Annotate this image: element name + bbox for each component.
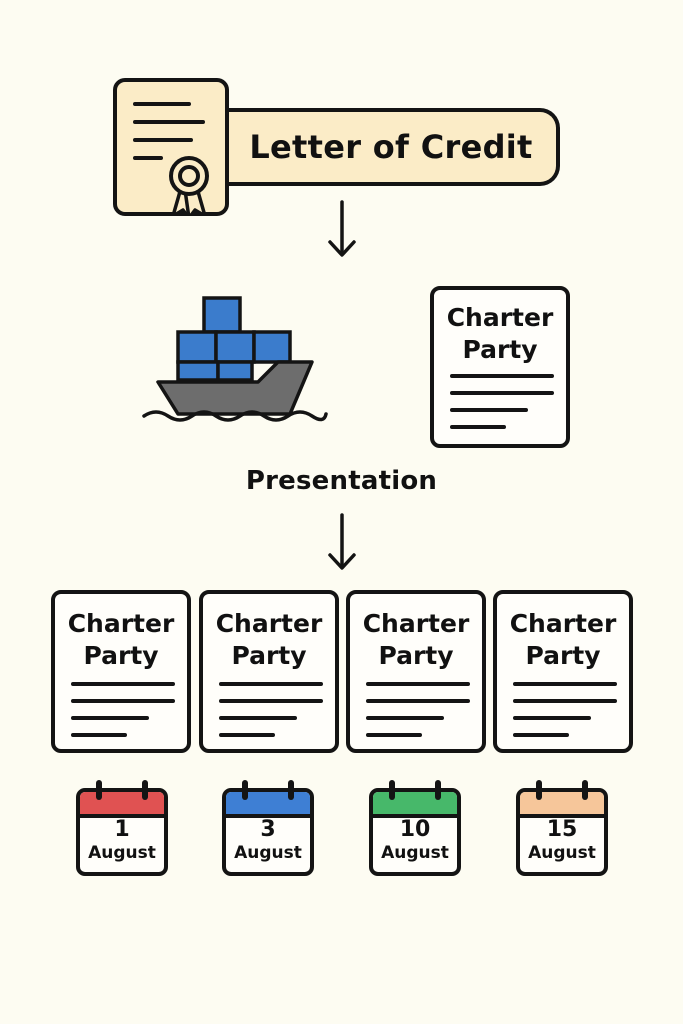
arrow-down-icon [327,513,357,573]
document-text-lines [219,682,327,750]
calendar-icon: 10 August [369,780,461,876]
calendar-ring [389,780,395,800]
presentation-label: Presentation [245,466,438,496]
calendar-ring [242,780,248,800]
calendar-day: 15 [546,817,578,842]
calendar-ring [288,780,294,800]
calendar-day: 3 [260,817,276,842]
calendar-ring [536,780,542,800]
cargo-ship-icon [140,296,330,426]
calendar-month: August [88,843,156,863]
calendar-icon: 1 August [76,780,168,876]
arrow-down-icon [327,200,357,260]
letter-of-credit-banner [222,108,560,186]
calendar-ring [96,780,102,800]
calendar-ring [142,780,148,800]
calendar-day: 1 [114,817,130,842]
calendar-icon: 15 August [516,780,608,876]
calendar-month: August [234,843,302,863]
calendar-month: August [381,843,449,863]
calendar-ring [435,780,441,800]
document-text-lines [450,374,558,442]
calendar-header [80,792,164,818]
calendar-header [520,792,604,818]
calendar-header [373,792,457,818]
letter-of-credit-label: Letter of Credit [249,128,533,166]
document-text-lines [71,682,179,750]
calendar-day: 10 [399,817,431,842]
document-text-lines [513,682,621,750]
calendar-icon: 3 August [222,780,314,876]
document-text-lines [366,682,474,750]
calendar-ring [582,780,588,800]
calendar-header [226,792,310,818]
certificate-icon [113,78,229,216]
calendar-month: August [528,843,596,863]
